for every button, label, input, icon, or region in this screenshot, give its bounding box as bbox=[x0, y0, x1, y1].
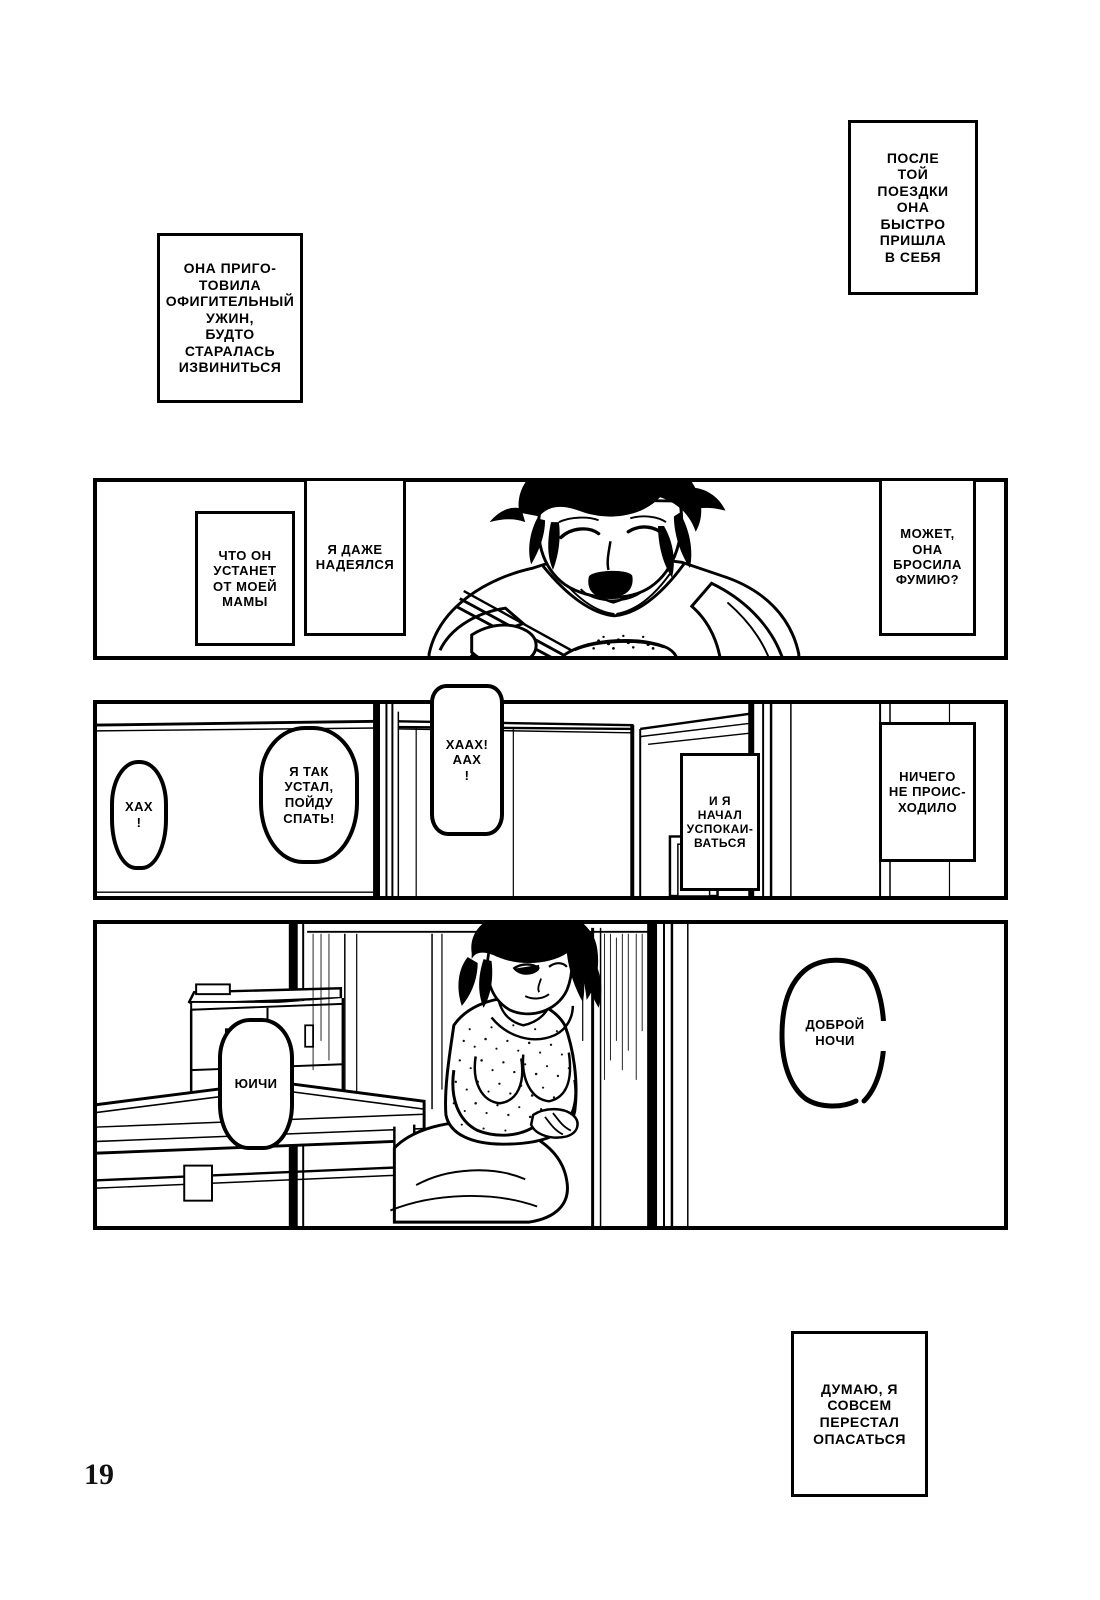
balloon-so-tired-text: Я ТАК УСТАЛ, ПОЙДУ СПАТЬ! bbox=[283, 763, 335, 826]
balloon-haah: ХААХ! ААХ ! bbox=[430, 684, 504, 836]
balloon-hah: ХАХ ! bbox=[110, 760, 168, 870]
balloon-so-tired: Я ТАК УСТАЛ, ПОЙДУ СПАТЬ! bbox=[259, 726, 359, 864]
caption-calmed-down: И Я НАЧАЛ УСПОКАИ- ВАТЬСЯ bbox=[680, 753, 760, 891]
caption-maybe-dumped: МОЖЕТ, ОНА БРОСИЛА ФУМИЮ? bbox=[879, 478, 976, 636]
caption-hoped: Я ДАЖЕ НАДЕЯЛСЯ bbox=[304, 478, 406, 636]
caption-maybe-dumped-text: МОЖЕТ, ОНА БРОСИЛА ФУМИЮ? bbox=[893, 526, 962, 588]
caption-dinner: ОНА ПРИГО- ТОВИЛА ОФИГИТЕЛЬНЫЙ УЖИН, БУД… bbox=[157, 233, 303, 403]
caption-after-trip: ПОСЛЕ ТОЙ ПОЕЗДКИ ОНА БЫСТРО ПРИШЛА В СЕ… bbox=[848, 120, 978, 295]
panel-3-artwork bbox=[97, 924, 1004, 1226]
caption-calmed-down-text: И Я НАЧАЛ УСПОКАИ- ВАТЬСЯ bbox=[686, 793, 754, 851]
balloon-yuichi-text: ЮИЧИ bbox=[234, 1076, 278, 1092]
caption-stopped-worrying: ДУМАЮ, Я СОВСЕМ ПЕРЕСТАЛ ОПАСАТЬСЯ bbox=[791, 1331, 928, 1497]
panel-3 bbox=[93, 920, 1008, 1230]
panel-2-artwork bbox=[97, 704, 1004, 896]
caption-stopped-worrying-text: ДУМАЮ, Я СОВСЕМ ПЕРЕСТАЛ ОПАСАТЬСЯ bbox=[813, 1380, 906, 1447]
caption-hoped-text: Я ДАЖЕ НАДЕЯЛСЯ bbox=[315, 541, 395, 572]
balloon-yuichi: ЮИЧИ bbox=[218, 1018, 294, 1150]
balloon-good-night-text: ДОБРОЙ НОЧИ bbox=[805, 1017, 865, 1048]
page-number: 19 bbox=[84, 1458, 114, 1491]
caption-tired-of-mom-text: ЧТО ОН УСТАНЕТ ОТ МОЕЙ МАМЫ bbox=[212, 547, 278, 609]
caption-tired-of-mom: ЧТО ОН УСТАНЕТ ОТ МОЕЙ МАМЫ bbox=[195, 511, 295, 646]
balloon-haah-text: ХААХ! ААХ ! bbox=[445, 736, 489, 783]
caption-nothing-happened: НИЧЕГО НЕ ПРОИС- ХОДИЛО bbox=[879, 722, 976, 862]
caption-after-trip-text: ПОСЛЕ ТОЙ ПОЕЗДКИ ОНА БЫСТРО ПРИШЛА В СЕ… bbox=[877, 149, 949, 265]
caption-dinner-text: ОНА ПРИГО- ТОВИЛА ОФИГИТЕЛЬНЫЙ УЖИН, БУД… bbox=[165, 260, 295, 376]
balloon-good-night: ДОБРОЙ НОЧИ bbox=[779, 955, 890, 1110]
balloon-hah-text: ХАХ ! bbox=[125, 799, 153, 830]
caption-nothing-happened-text: НИЧЕГО НЕ ПРОИС- ХОДИЛО bbox=[888, 769, 967, 815]
panel-2 bbox=[93, 700, 1008, 900]
